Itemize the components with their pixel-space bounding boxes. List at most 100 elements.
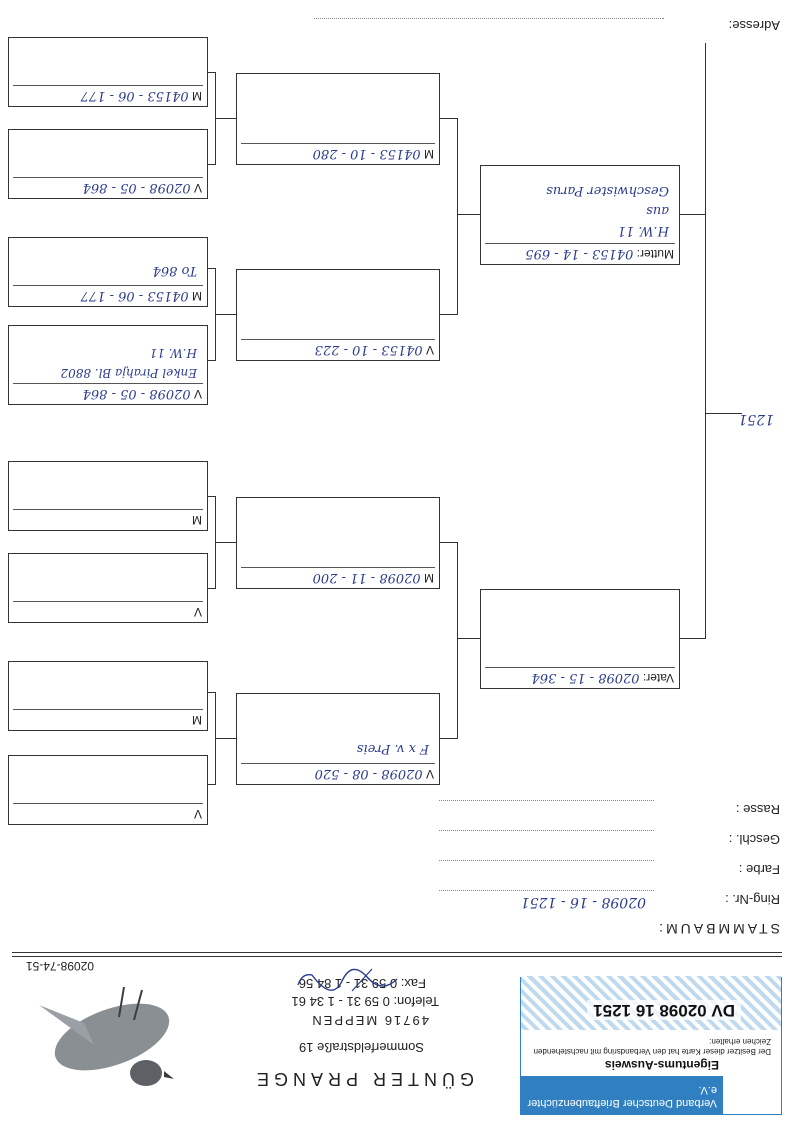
mf-out [216, 314, 236, 315]
form-title: STAMMBAUM: [656, 921, 780, 937]
ff-separator [241, 763, 435, 764]
fmm-box: M [8, 461, 208, 531]
ring-value: 02098 - 16 - 1251 [520, 894, 646, 910]
card-org: Verband Deutscher Brieftaubenzüchter e.V… [527, 1084, 717, 1109]
fmm-label: M [192, 513, 202, 527]
mother-separator [485, 243, 675, 244]
race-label: Rasse : [735, 802, 780, 817]
ring-field-line [439, 890, 654, 891]
ffm-separator [13, 709, 203, 710]
mother-box: Mutter: 04153 - 14 - 695 H.W. 11 aus Ges… [480, 165, 680, 265]
mother-label: Mutter: 04153 - 14 - 695 [525, 246, 674, 261]
mf-bracket [215, 269, 216, 361]
root-to-father [680, 638, 706, 639]
fm-ring: 02098 - 11 - 200 [312, 570, 421, 585]
mother-ring: 04153 - 14 - 695 [525, 246, 634, 261]
fmf-label: V [193, 605, 202, 619]
fm-separator [241, 567, 435, 568]
fmm-separator [13, 509, 203, 510]
root-to-mother [680, 214, 706, 215]
ownership-card: Verband Deutscher Brieftaubenzüchter e.V… [520, 976, 782, 1115]
ff-bracket [215, 693, 216, 785]
root-line [706, 413, 742, 414]
fm-box: M 02098 - 11 - 200 [236, 497, 440, 589]
breeder-name: GÜNTER PRANGE [251, 1069, 474, 1089]
father-to-fm [440, 542, 458, 543]
mm-ring: 04153 - 10 - 280 [312, 146, 421, 161]
mother-note-2: aus [646, 203, 669, 218]
ff-note-1: F x v. Preis [356, 741, 429, 756]
fff-box: V [8, 755, 208, 825]
colour-field-line [439, 860, 654, 861]
mm-to-mmm [208, 72, 216, 73]
fm-to-fmm [208, 496, 216, 497]
father-ring: 02098 - 15 - 364 [531, 670, 640, 685]
mm-out [216, 118, 236, 119]
mff-label: V 02098 - 05 - 864 [82, 386, 202, 401]
card-note: Der Besitzer dieser Karte hat den Verban… [533, 1037, 771, 1056]
ff-label: V 02098 - 08 - 520 [314, 766, 434, 781]
mmm-ring: 04153 - 06 - 177 [80, 88, 189, 103]
breeder-street: Sommerfeldstraße 19 [299, 1040, 424, 1055]
ff-ring: 02098 - 08 - 520 [314, 766, 423, 781]
fff-label: V [193, 807, 202, 821]
sex-label: Geschl. : [728, 832, 780, 847]
fm-to-fmf [208, 588, 216, 589]
mfm-box: M 04153 - 06 - 177 To 864 [8, 237, 208, 307]
mmf-box: V 02098 - 05 - 864 [8, 129, 208, 199]
mother-out [458, 214, 480, 215]
fmf-separator [13, 601, 203, 602]
ff-box: V 02098 - 08 - 520 F x v. Preis [236, 693, 440, 785]
sex-field-line [439, 830, 654, 831]
mm-to-mmf [208, 164, 216, 165]
mmf-ring: 02098 - 05 - 864 [82, 180, 191, 195]
mf-to-mfm [208, 268, 216, 269]
ffm-box: M [8, 661, 208, 731]
mmm-box: M 04153 - 06 - 177 [8, 37, 208, 107]
mm-label: M 04153 - 10 - 280 [312, 146, 434, 161]
mother-to-mf [440, 314, 458, 315]
mmf-label: V 02098 - 05 - 864 [82, 180, 202, 195]
mf-separator [241, 339, 435, 340]
mm-separator [241, 143, 435, 144]
fm-bracket [215, 497, 216, 589]
mff-note-2: H.W. 11 [149, 346, 197, 360]
fmf-box: V [8, 553, 208, 623]
mmf-separator [13, 177, 203, 178]
mm-box: M 04153 - 10 - 280 [236, 73, 440, 165]
ring-label: Ring-Nr. : [725, 892, 780, 907]
mm-bracket [215, 73, 216, 165]
mf-ring: 04153 - 10 - 223 [314, 342, 423, 357]
card-org-banner: Verband Deutscher Brieftaubenzüchter e.V… [521, 1076, 723, 1114]
mf-to-mff [208, 360, 216, 361]
card-number-band: DV 02098 16 1251 [521, 976, 781, 1030]
signature [292, 959, 402, 999]
address-field-line [314, 18, 664, 19]
father-label: Vater: 02098 - 15 - 364 [531, 670, 675, 685]
root-bracket [705, 43, 706, 639]
card-number: DV 02098 16 1251 [587, 1000, 741, 1020]
fm-label: M 02098 - 11 - 200 [312, 570, 434, 585]
ffm-label: M [192, 713, 202, 727]
fm-out [216, 542, 236, 543]
father-bracket [457, 543, 458, 739]
breeder-city: 49716 MEPPEN [310, 1013, 429, 1028]
card-title: Eigentums-Ausweis [604, 1058, 719, 1072]
race-field-line [439, 800, 654, 801]
father-to-ff [440, 738, 458, 739]
colour-label: Farbe : [738, 862, 780, 877]
mff-separator [13, 383, 203, 384]
address-label: Adresse: [728, 18, 780, 33]
subject-note: 1251 [738, 411, 774, 427]
mmm-separator [13, 85, 203, 86]
mfm-note-1: To 864 [152, 263, 197, 278]
father-out [458, 638, 480, 639]
ring-code: 02098-74-51 [25, 959, 94, 973]
fff-separator [13, 803, 203, 804]
mfm-label: M 04153 - 06 - 177 [80, 288, 202, 303]
header-divider [12, 956, 782, 957]
pigeon-photo [34, 975, 204, 1115]
father-separator [485, 667, 675, 668]
mf-box: V 04153 - 10 - 223 [236, 269, 440, 361]
mfm-ring: 04153 - 06 - 177 [80, 288, 189, 303]
